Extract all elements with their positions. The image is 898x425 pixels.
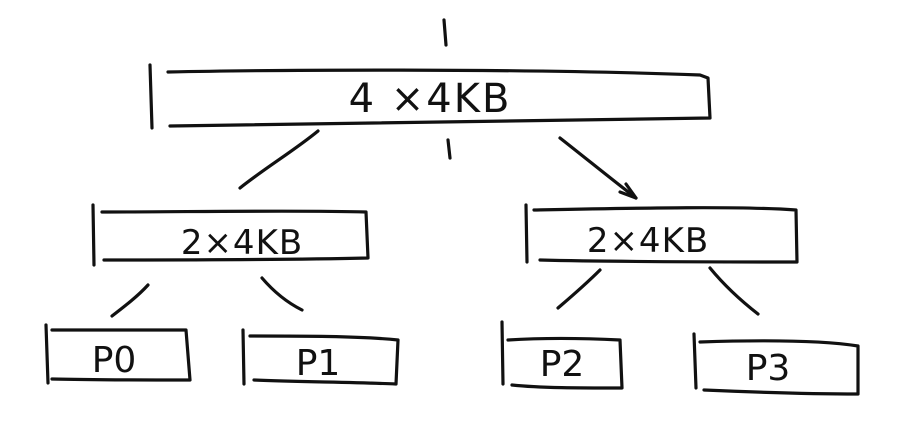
leaf-p2-box-outline (500, 320, 624, 390)
edge-root-to-right-node (558, 136, 638, 200)
leaf-p3-box-outline (692, 332, 860, 396)
root-label: 4 ×4KB (349, 76, 512, 122)
leaf-p2-label: P2 (540, 344, 585, 385)
leaf-p1-node: P1 (241, 328, 400, 386)
root-node: 4 ×4KB (148, 63, 712, 130)
level1-left-node: 2×4KB (91, 203, 370, 267)
leaf-p0-node: P0 (44, 323, 192, 385)
edge-right-to-p3 (708, 266, 760, 316)
root-center-tick (446, 138, 452, 160)
level1-right-box-outline (524, 203, 799, 264)
level1-left-box-outline (91, 203, 370, 267)
edge-left-to-p1 (260, 276, 304, 312)
leaf-p0-box-outline (44, 323, 192, 385)
leaf-p2-node: P2 (500, 320, 624, 390)
leaf-p1-box-outline (241, 328, 400, 386)
level1-right-node: 2×4KB (524, 203, 799, 264)
leaf-p3-node: P3 (692, 332, 860, 396)
level1-left-label: 2×4KB (181, 223, 303, 263)
root-box-outline (148, 63, 712, 130)
level1-right-label: 2×4KB (587, 221, 709, 261)
leaf-p1-label: P1 (296, 343, 341, 384)
leaf-p0-label: P0 (92, 340, 137, 381)
edge-left-to-p0 (110, 283, 150, 318)
leaf-p3-label: P3 (746, 348, 791, 389)
edge-right-to-p2 (556, 268, 602, 310)
edge-root-to-left-node (238, 129, 320, 190)
edge-arrowhead-right (618, 182, 638, 200)
root-incoming-line (442, 18, 448, 47)
